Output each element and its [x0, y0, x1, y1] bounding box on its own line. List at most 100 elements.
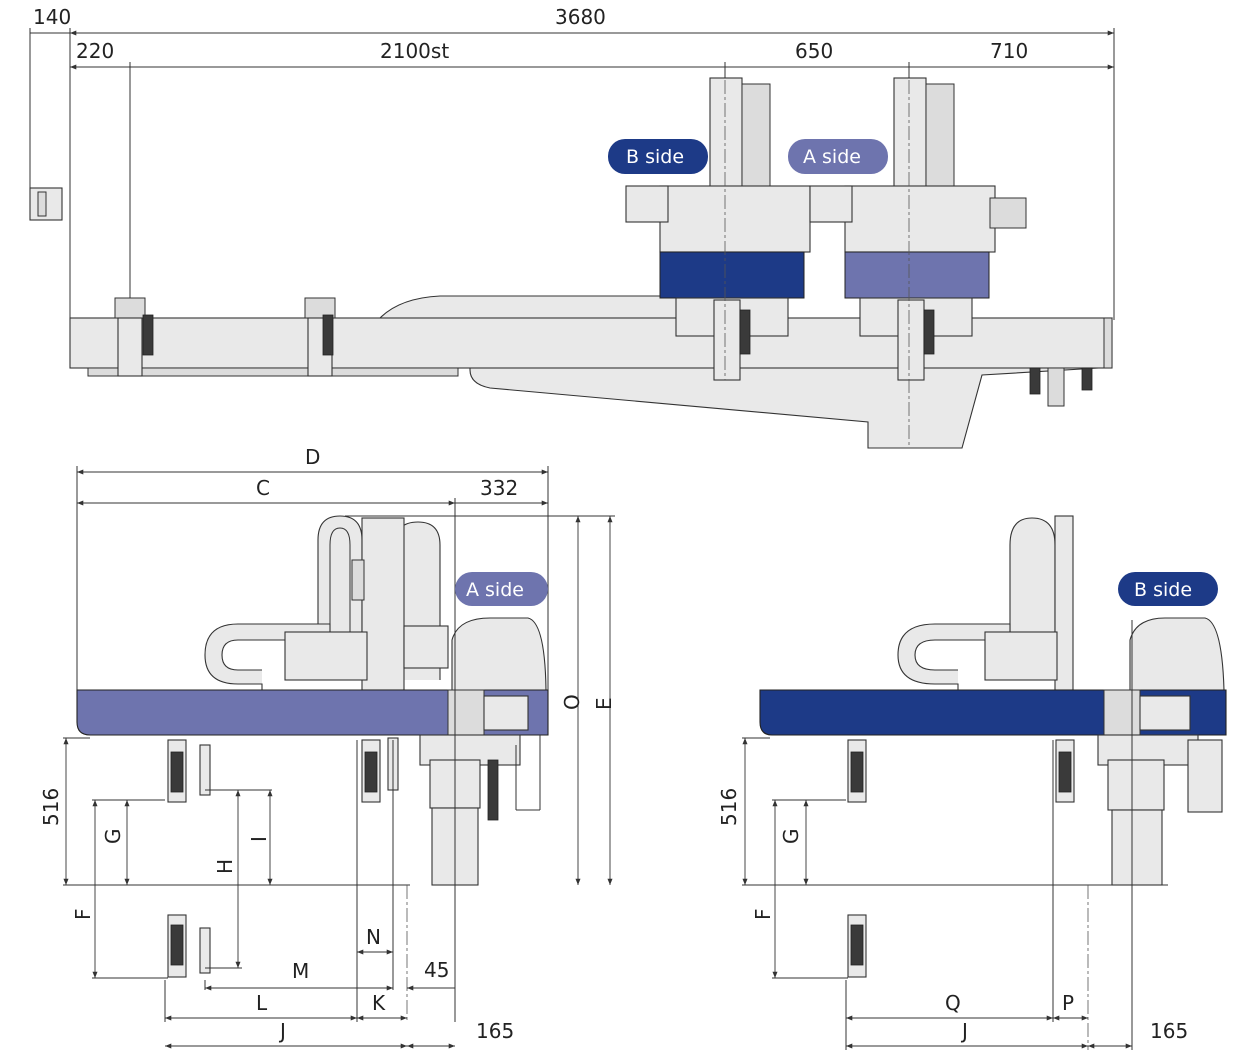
dim-E: E	[592, 697, 616, 710]
right-front-view: 516 G F Q P J 165 B side	[717, 515, 1227, 1050]
a-side-badge: A side	[788, 139, 888, 174]
left-a-side-badge: A side	[455, 572, 548, 606]
right-lower-column	[1111, 809, 1163, 886]
b-side-badge-bg	[608, 139, 708, 174]
side-bracket-detail	[37, 191, 47, 217]
dim-overall-width: 3680	[555, 5, 606, 29]
b-arm-spring	[739, 309, 751, 355]
a-vertical-arm	[897, 299, 925, 381]
a-side-badge-label: A side	[803, 146, 861, 168]
left-main-beam	[76, 689, 549, 736]
a-traverse-block	[844, 251, 990, 299]
right-carriage	[984, 631, 1058, 681]
left-a-side-badge-bg	[455, 572, 548, 606]
valve-1	[1029, 367, 1041, 395]
dim-516: 516	[39, 788, 63, 826]
a-side-cover	[989, 197, 1027, 229]
right-dim-J: J	[960, 1019, 968, 1043]
left-front-view: D C 332 O E	[39, 445, 616, 1049]
left-motor	[403, 625, 449, 669]
left-vertical-column	[361, 517, 405, 691]
beam-endcap	[1103, 317, 1113, 369]
dim-332: 332	[480, 476, 518, 500]
b-side-badge: B side	[608, 139, 708, 174]
right-gripper-2-detail	[1058, 751, 1072, 793]
right-side-motor	[1187, 739, 1223, 813]
left-gripper-lower-2	[199, 927, 211, 974]
right-gripper-1-detail	[850, 751, 864, 793]
beam-rail-lower	[87, 367, 459, 377]
top-arm-1-body	[117, 317, 143, 377]
right-b-side-badge-label: B side	[1134, 579, 1192, 601]
dim-M: M	[292, 959, 309, 983]
right-b-side-badge-bg	[1118, 572, 1218, 606]
dim-C: C	[256, 476, 270, 500]
a-side-badge-bg	[788, 139, 888, 174]
dim-start: 220	[76, 39, 114, 63]
dim-165: 165	[476, 1019, 514, 1043]
b-side-unit	[625, 77, 811, 381]
b-motor	[625, 185, 669, 223]
dim-left-offset: 140	[33, 5, 71, 29]
left-side-cover	[451, 617, 547, 691]
right-dim-P: P	[1062, 991, 1074, 1015]
left-beam-motor	[483, 695, 529, 731]
left-cable-loop-1-inner	[329, 527, 351, 680]
left-valve	[487, 759, 499, 821]
right-beam-motor	[1139, 695, 1191, 731]
a-motor	[809, 185, 853, 223]
b-carriage	[659, 185, 811, 253]
left-carriage	[284, 631, 368, 681]
top-view: 140 3680 220 2100st 650 710	[29, 5, 1115, 449]
left-column-block	[351, 559, 365, 601]
right-vertical-column	[1054, 515, 1074, 691]
top-arm-2-spring	[322, 314, 334, 356]
right-dim-F: F	[751, 908, 775, 920]
dim-pitch: 650	[795, 39, 833, 63]
right-dim-516: 516	[717, 788, 741, 826]
right-gripper-lower-detail	[850, 924, 864, 966]
dim-N: N	[366, 925, 381, 949]
dim-D: D	[305, 445, 320, 469]
right-dim-G: G	[779, 829, 803, 845]
b-traverse-block	[659, 251, 805, 299]
dim-J: J	[278, 1019, 286, 1043]
right-horizontal-loop	[897, 623, 1011, 690]
top-arm-1-spring	[142, 314, 154, 356]
a-arm-spring	[923, 309, 935, 355]
left-a-side-badge-label: A side	[466, 579, 524, 601]
dim-F: F	[71, 908, 95, 920]
dim-stroke: 2100st	[380, 39, 449, 63]
left-gripper-lower-detail	[170, 924, 184, 966]
b-vertical-arm	[713, 299, 741, 381]
right-b-side-badge: B side	[1118, 572, 1218, 606]
left-horizontal-loop	[204, 623, 331, 690]
a-carriage	[844, 185, 996, 253]
dim-end: 710	[990, 39, 1028, 63]
left-beam-endbox	[447, 689, 485, 736]
right-dim-Q: Q	[945, 991, 961, 1015]
right-dim-165: 165	[1150, 1019, 1188, 1043]
valve-2	[1047, 367, 1065, 407]
left-gripper-3-detail	[364, 751, 378, 793]
top-arm-2	[304, 297, 336, 377]
top-arm-1	[114, 297, 154, 377]
dim-I: I	[247, 836, 271, 842]
dim-O: O	[560, 694, 584, 710]
valve-3	[1081, 367, 1093, 391]
left-gripper-2	[199, 744, 211, 796]
right-beam-endbox	[1103, 689, 1141, 736]
dim-L: L	[256, 991, 268, 1015]
right-side-cover	[1129, 617, 1225, 691]
a-side-unit	[809, 77, 1027, 448]
dim-G: G	[101, 829, 125, 845]
beam-hump	[378, 295, 681, 319]
b-side-badge-label: B side	[626, 146, 684, 168]
dim-K: K	[372, 991, 386, 1015]
top-arm-1-head	[114, 297, 146, 319]
dim-H: H	[213, 859, 237, 874]
right-lower-box	[1107, 759, 1165, 811]
left-gripper-1-detail	[170, 751, 184, 793]
dim-45: 45	[424, 958, 449, 982]
